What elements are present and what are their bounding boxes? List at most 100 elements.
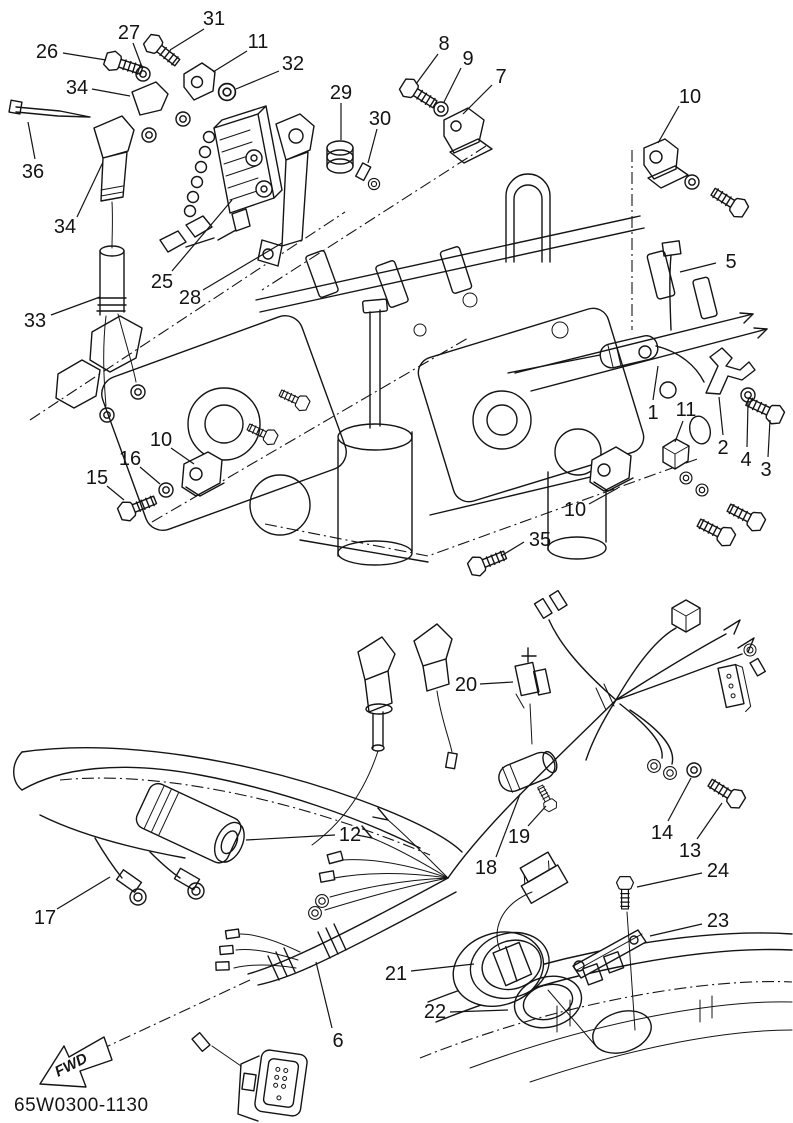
callout-34: 34 xyxy=(54,216,76,238)
callout-23: 23 xyxy=(707,910,729,932)
leader-line-13 xyxy=(696,802,723,840)
leader-line-9 xyxy=(443,67,462,103)
callout-3: 3 xyxy=(760,459,771,481)
leader-line-36 xyxy=(27,121,36,160)
grommet-21 xyxy=(452,851,569,1007)
callout-14: 14 xyxy=(651,822,673,844)
leader-line-20 xyxy=(479,681,514,685)
callout-11: 11 xyxy=(248,31,269,53)
callout-35: 35 xyxy=(529,529,551,551)
leader-line-7 xyxy=(462,84,493,115)
leader-line-2 xyxy=(718,396,724,436)
leader-line-6 xyxy=(315,961,333,1029)
leader-line-10 xyxy=(657,105,680,144)
top-right-bracket-10 xyxy=(643,138,752,331)
leader-line-4 xyxy=(746,402,749,448)
callout-20: 20 xyxy=(455,674,477,696)
leader-line-34 xyxy=(76,161,104,218)
leader-line-23 xyxy=(649,923,703,937)
lead-wire-tube-12 xyxy=(135,782,245,864)
callout-15: 15 xyxy=(86,467,108,489)
leader-line-24 xyxy=(636,872,703,888)
engine-assembly xyxy=(29,145,718,566)
seal-22 xyxy=(513,975,583,1029)
callout-5: 5 xyxy=(725,251,736,273)
callout-10: 10 xyxy=(679,86,701,108)
leader-line-35 xyxy=(500,541,525,557)
callout-8: 8 xyxy=(438,33,449,55)
callout-33: 33 xyxy=(24,310,46,332)
spark-plug-caps xyxy=(311,623,458,846)
callout-10: 10 xyxy=(150,429,172,451)
leader-line-3 xyxy=(767,419,771,458)
leader-line-34 xyxy=(91,88,131,97)
leader-line-19 xyxy=(527,805,547,827)
callout-2: 2 xyxy=(717,437,728,459)
top-middle-hardware xyxy=(326,74,493,191)
callout-24: 24 xyxy=(707,860,729,882)
battery-cable-group xyxy=(13,747,463,906)
leader-line-32 xyxy=(235,70,280,90)
leader-line-18 xyxy=(495,793,521,858)
callout-17: 17 xyxy=(34,907,56,929)
callout-18: 18 xyxy=(475,857,497,879)
leader-line-11 xyxy=(674,420,684,443)
bracket-23 xyxy=(572,929,647,986)
callout-4: 4 xyxy=(740,449,751,471)
leader-line-31 xyxy=(169,28,205,51)
leader-line-22 xyxy=(449,1009,509,1013)
leader-line-14 xyxy=(667,777,692,822)
callout-29: 29 xyxy=(330,82,352,104)
callout-32: 32 xyxy=(282,53,304,75)
callout-16: 16 xyxy=(119,448,141,470)
leader-line-21 xyxy=(410,963,475,972)
leader-line-16 xyxy=(139,466,161,485)
leader-line-11 xyxy=(212,50,248,73)
callout-21: 21 xyxy=(385,963,407,985)
callout-12: 12 xyxy=(339,824,361,846)
callout-7: 7 xyxy=(495,66,506,88)
leader-line-1 xyxy=(652,365,659,401)
leader-line-10 xyxy=(588,487,619,505)
leader-line-30 xyxy=(367,128,378,164)
leader-line-10 xyxy=(170,447,195,465)
callout-36: 36 xyxy=(22,161,44,183)
leader-line-5 xyxy=(679,262,717,273)
leader-line-12 xyxy=(245,834,336,841)
connector-block xyxy=(191,1031,308,1122)
callout-9: 9 xyxy=(462,48,473,70)
ignition-coil-assembly xyxy=(8,30,315,423)
callout-26: 26 xyxy=(36,41,58,63)
right-linkage-group xyxy=(465,312,787,580)
leader-line-15 xyxy=(106,485,125,501)
leader-line-28 xyxy=(202,242,283,291)
callout-1: 1 xyxy=(647,402,658,424)
callout-13: 13 xyxy=(679,840,701,862)
leader-line-33 xyxy=(50,296,101,316)
fuse-holder-18 xyxy=(498,750,558,793)
callout-11: 11 xyxy=(676,399,697,421)
leader-line-26 xyxy=(62,52,107,61)
callout-22: 22 xyxy=(424,1001,446,1023)
callout-25: 25 xyxy=(151,271,173,293)
leader-line-27 xyxy=(132,42,143,68)
figure-code: 65W0300-1130 xyxy=(14,1095,149,1116)
callout-34: 34 xyxy=(66,77,88,99)
bottom-cowling-group xyxy=(419,851,793,1083)
wire-clamp-20 xyxy=(514,647,552,745)
callout-31: 31 xyxy=(203,8,225,30)
callout-30: 30 xyxy=(369,108,391,130)
callout-6: 6 xyxy=(332,1030,343,1052)
leader-line-25 xyxy=(171,199,233,272)
callout-28: 28 xyxy=(179,287,201,309)
callout-19: 19 xyxy=(508,826,530,848)
cable-tie-36 xyxy=(8,99,91,118)
callout-10: 10 xyxy=(564,499,586,521)
spark-plug-lead-33 xyxy=(96,245,146,423)
callout-27: 27 xyxy=(118,22,140,44)
fwd-arrow: FWD xyxy=(39,1036,113,1088)
leader-line-8 xyxy=(415,53,439,85)
